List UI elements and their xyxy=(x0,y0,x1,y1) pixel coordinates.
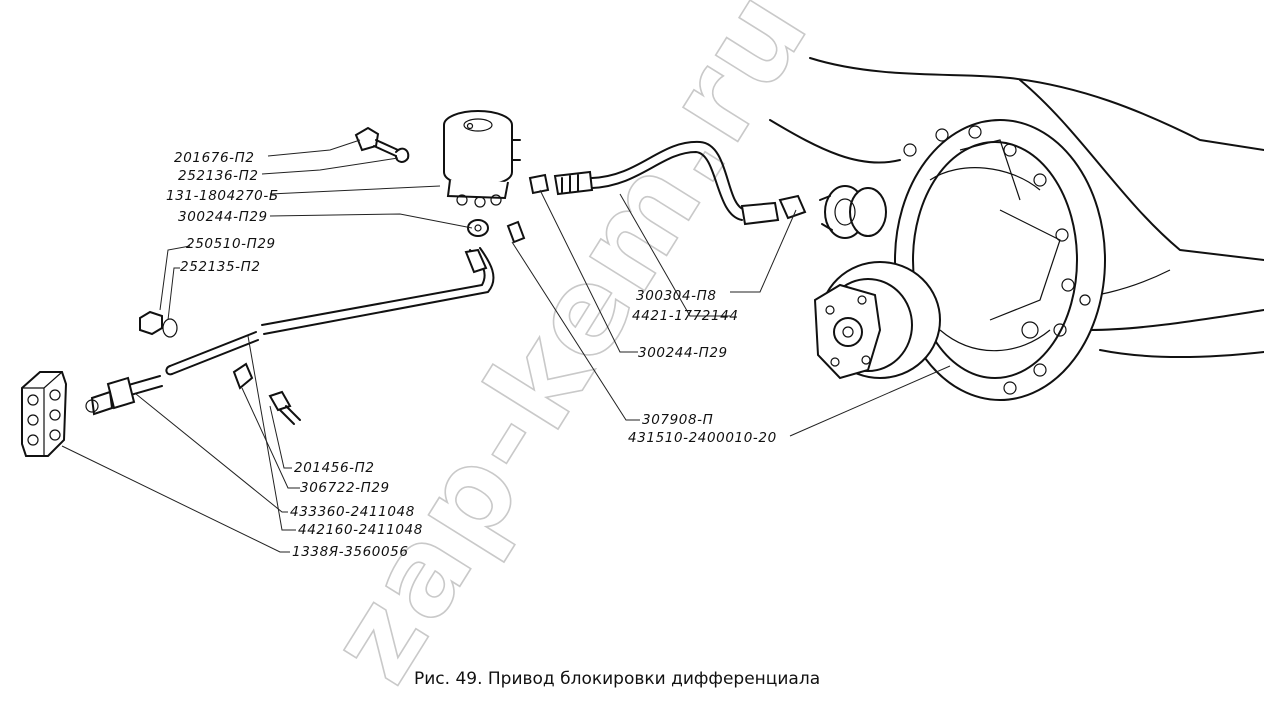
part-label: 4421-1772144 xyxy=(632,308,739,324)
part-label: 300304-П8 xyxy=(636,288,717,304)
part-label: 300244-П29 xyxy=(178,209,268,225)
part-label: 131-1804270-Б xyxy=(166,188,279,204)
part-label: 307908-П xyxy=(642,412,713,428)
part-label: 201456-П2 xyxy=(294,460,375,476)
watermark: zap-kem.ru xyxy=(302,0,836,705)
valve-drawing xyxy=(443,110,521,208)
figure-caption: Рис. 49. Привод блокировки дифференциала xyxy=(414,669,820,689)
part-label: 252136-П2 xyxy=(178,168,259,184)
part-label: 306722-П29 xyxy=(300,480,390,496)
part-label: 433360-2411048 xyxy=(290,504,415,520)
part-label: 252135-П2 xyxy=(180,259,261,275)
pipe-to-cylinder-drawing xyxy=(165,247,495,376)
hose-drawing xyxy=(85,375,163,416)
part-label: 250510-П29 xyxy=(186,236,276,252)
part-label: 300244-П29 xyxy=(638,345,728,361)
pipe-to-axle-drawing xyxy=(528,140,807,226)
part-label: 442160-2411048 xyxy=(298,522,423,538)
part-label: 201676-П2 xyxy=(174,150,255,166)
part-label: 1338Я-3560056 xyxy=(292,544,409,560)
fitting-drawing xyxy=(467,219,526,244)
clamp-bolt-drawing xyxy=(232,362,301,425)
rear-axle-drawing xyxy=(769,57,1264,401)
part-labels: 201676-П2 252136-П2 131-1804270-Б 300244… xyxy=(166,150,777,560)
distributor-drawing xyxy=(21,371,68,457)
leader-lines xyxy=(61,139,951,553)
bolt-and-washer-drawing xyxy=(354,126,410,163)
part-label: 431510-2400010-20 xyxy=(628,430,777,446)
nut-washer-drawing xyxy=(139,310,178,338)
